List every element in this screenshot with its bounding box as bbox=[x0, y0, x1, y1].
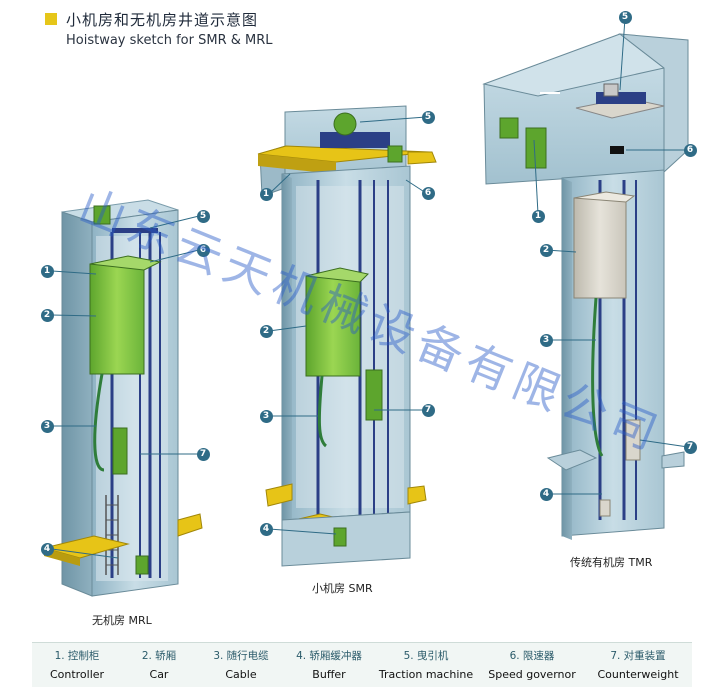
callout-marker: 6 bbox=[421, 186, 435, 200]
callout-marker: 7 bbox=[683, 440, 697, 454]
callout-marker: 2 bbox=[40, 308, 54, 322]
callout-marker: 1 bbox=[40, 264, 54, 278]
callout-marker: 4 bbox=[539, 487, 553, 501]
callout-marker: 1 bbox=[259, 187, 273, 201]
legend-item-cn: 3. 随行电缆 bbox=[213, 650, 269, 662]
legend-item-buffer: 4. 轿厢缓冲器 Buffer bbox=[284, 643, 374, 681]
callout-marker: 7 bbox=[196, 447, 210, 461]
legend-item-cn: 5. 曳引机 bbox=[403, 650, 449, 662]
legend-item-en: Car bbox=[149, 668, 169, 681]
title-chinese: 小机房和无机房井道示意图 bbox=[66, 11, 259, 29]
callout-marker: 4 bbox=[259, 522, 273, 536]
legend-item-cn: 6. 限速器 bbox=[509, 650, 555, 662]
legend-item-car: 2. 轿厢 Car bbox=[114, 643, 204, 681]
legend-item-en: Cable bbox=[225, 668, 257, 681]
mrl-shaft bbox=[42, 199, 203, 597]
callout-marker: 3 bbox=[40, 419, 54, 433]
legend-item-speed-governor: 6. 限速器 Speed governor bbox=[480, 643, 584, 681]
legend-item-cn: 4. 轿厢缓冲器 bbox=[296, 650, 362, 662]
callout-lines bbox=[51, 17, 689, 559]
legend-item-en: Traction machine bbox=[378, 668, 474, 681]
legend-item-cable: 3. 随行电缆 Cable bbox=[196, 643, 286, 681]
callout-marker: 5 bbox=[196, 209, 210, 223]
legend-item-cn: 2. 轿厢 bbox=[141, 650, 177, 662]
legend-item-en: Counterweight bbox=[597, 668, 679, 681]
smr-shaft bbox=[257, 105, 437, 567]
callout-marker: 6 bbox=[683, 143, 697, 157]
title-english: Hoistway sketch for SMR & MRL bbox=[66, 33, 273, 48]
caption-tmr: 传统有机房 TMR bbox=[570, 556, 653, 569]
caption-smr: 小机房 SMR bbox=[312, 582, 373, 595]
callout-marker: 2 bbox=[539, 243, 553, 257]
legend-item-traction-machine: 5. 曳引机 Traction machine bbox=[376, 643, 476, 681]
callout-marker: 3 bbox=[539, 333, 553, 347]
legend-bar: 1. 控制柜 Controller 2. 轿厢 Car 3. 随行电缆 Cabl… bbox=[32, 642, 692, 687]
legend-item-controller: 1. 控制柜 Controller bbox=[32, 643, 122, 681]
caption-mrl: 无机房 MRL bbox=[92, 614, 152, 627]
header-marker bbox=[45, 13, 57, 25]
callout-marker: 3 bbox=[259, 409, 273, 423]
callout-marker: 6 bbox=[196, 243, 210, 257]
legend-item-en: Speed governor bbox=[488, 668, 576, 681]
callout-marker: 4 bbox=[40, 542, 54, 556]
legend-item-en: Buffer bbox=[312, 668, 346, 681]
callout-marker: 5 bbox=[618, 10, 632, 24]
legend-item-counterweight: 7. 对重装置 Counterweight bbox=[588, 643, 688, 681]
callout-marker: 7 bbox=[421, 403, 435, 417]
legend-item-en: Controller bbox=[49, 668, 105, 681]
callout-marker: 5 bbox=[421, 110, 435, 124]
tmr-shaft bbox=[482, 33, 689, 540]
callout-marker: 2 bbox=[259, 324, 273, 338]
legend-item-cn: 1. 控制柜 bbox=[54, 650, 100, 662]
legend-item-cn: 7. 对重装置 bbox=[610, 650, 666, 662]
callout-marker: 1 bbox=[531, 209, 545, 223]
